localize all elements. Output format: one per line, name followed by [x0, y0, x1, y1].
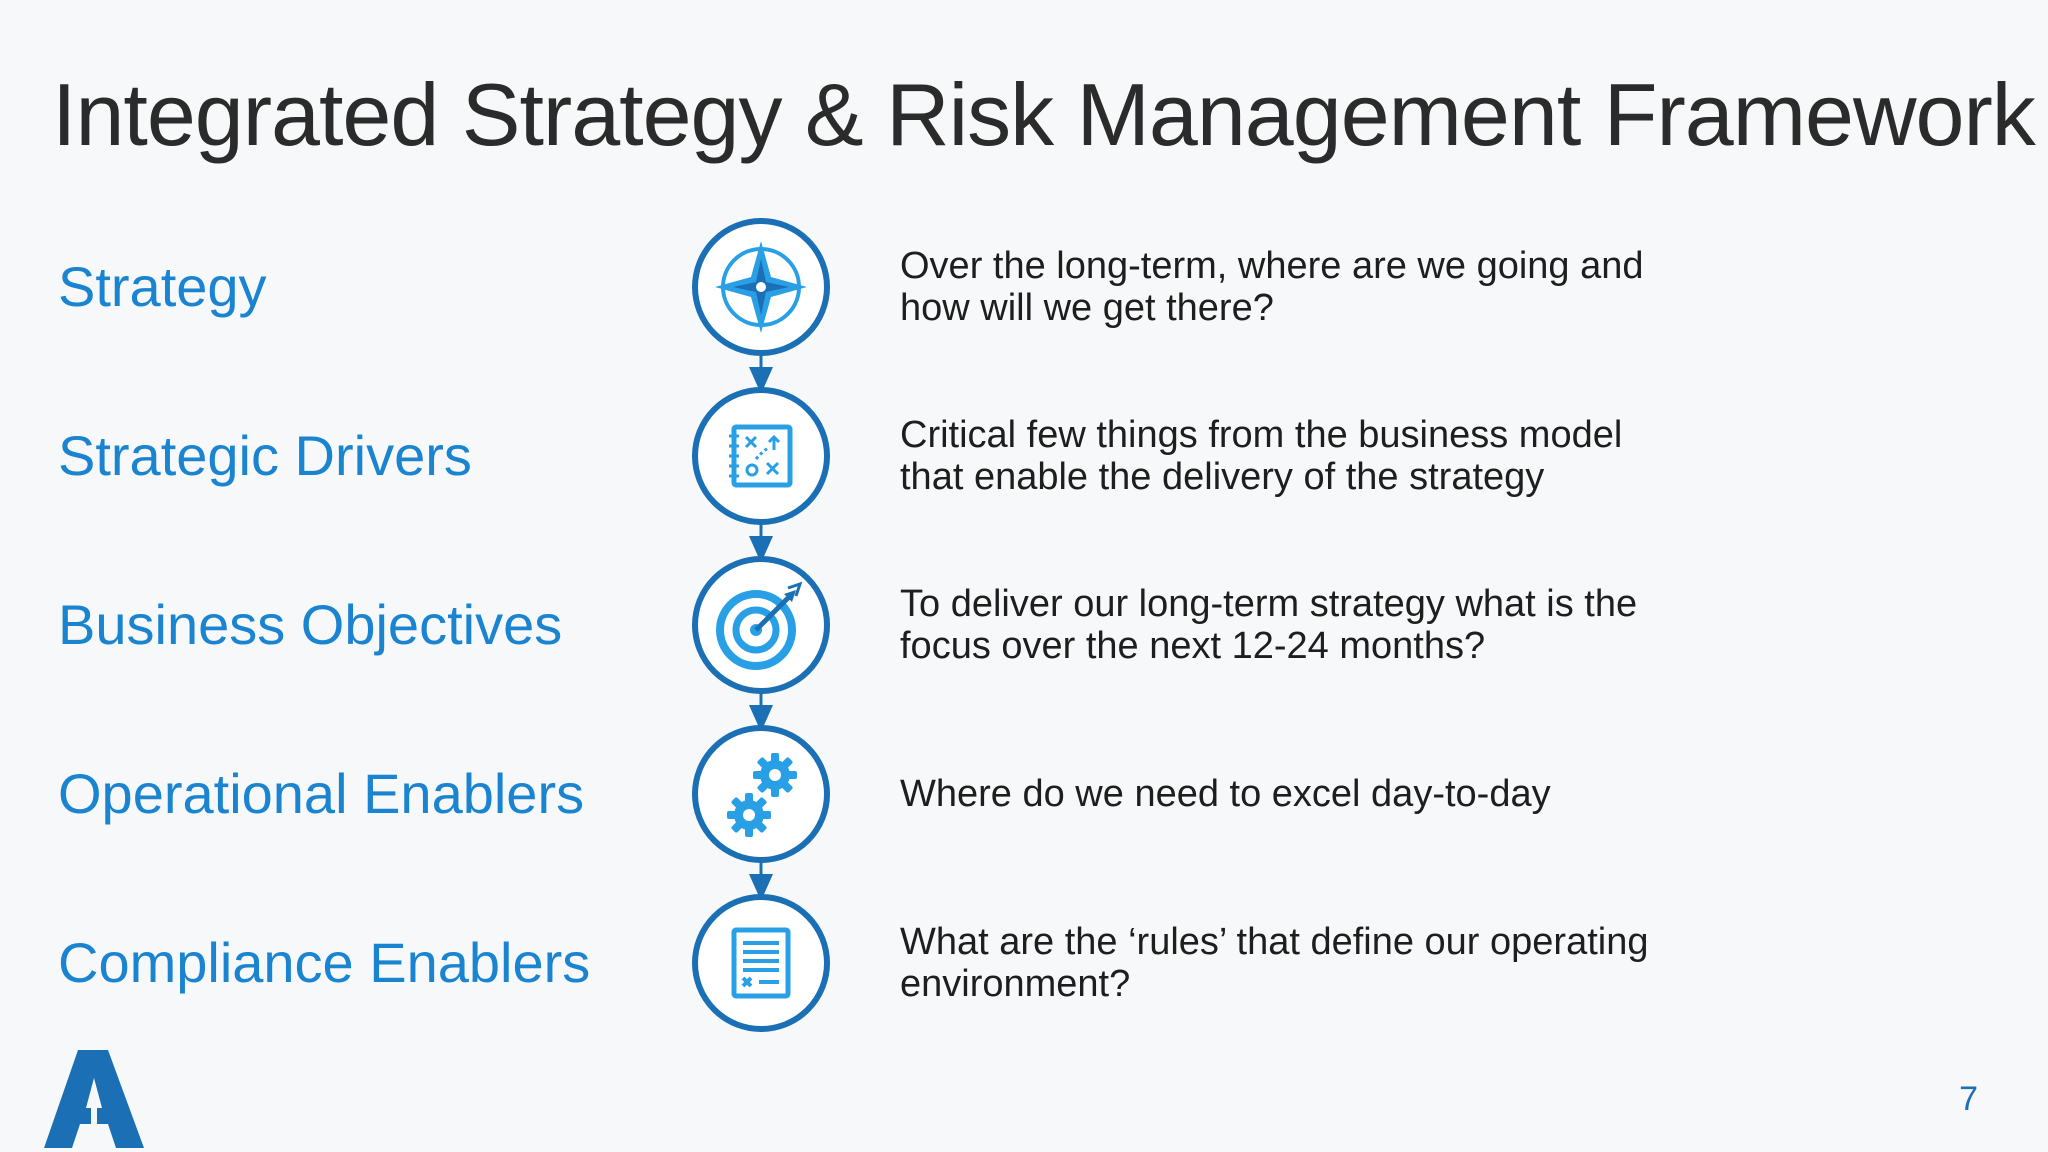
description-line: Critical few things from the business mo…	[900, 414, 1623, 456]
game-plan-icon	[692, 387, 830, 525]
row-description-operational-enablers: Where do we need to excel day-to-day	[900, 773, 1720, 815]
row-label-strategic-drivers: Strategic Drivers	[58, 424, 472, 487]
target-icon	[692, 556, 830, 694]
description-line: how will we get there?	[900, 287, 1274, 329]
description-line: Over the long-term, where are we going a…	[900, 245, 1644, 287]
description-line: Where do we need to excel day-to-day	[900, 773, 1551, 815]
description-line: What are the ‘rules’ that define our ope…	[900, 921, 1649, 963]
row-label-compliance-enablers: Compliance Enablers	[58, 931, 591, 994]
page-number: 7	[1959, 1080, 1978, 1118]
description-line: environment?	[900, 963, 1131, 1005]
row-label-business-objectives: Business Objectives	[58, 593, 563, 656]
row-label-operational-enablers: Operational Enablers	[58, 762, 585, 825]
slide-title: Integrated Strategy & Risk Management Fr…	[52, 65, 2036, 164]
row-description-strategy: Over the long-term, where are we going a…	[900, 245, 1720, 329]
row-description-strategic-drivers: Critical few things from the business mo…	[900, 414, 1720, 498]
description-line: focus over the next 12-24 months?	[900, 625, 1486, 667]
description-line: To deliver our long-term strategy what i…	[900, 583, 1638, 625]
row-label-strategy: Strategy	[58, 255, 267, 318]
company-logo	[44, 1050, 144, 1148]
row-description-compliance-enablers: What are the ‘rules’ that define our ope…	[900, 921, 1720, 1005]
gears-icon	[692, 725, 830, 863]
row-description-business-objectives: To deliver our long-term strategy what i…	[900, 583, 1720, 667]
description-line: that enable the delivery of the strategy	[900, 456, 1545, 498]
document-checklist-icon	[692, 894, 830, 1032]
compass-icon	[692, 218, 830, 356]
